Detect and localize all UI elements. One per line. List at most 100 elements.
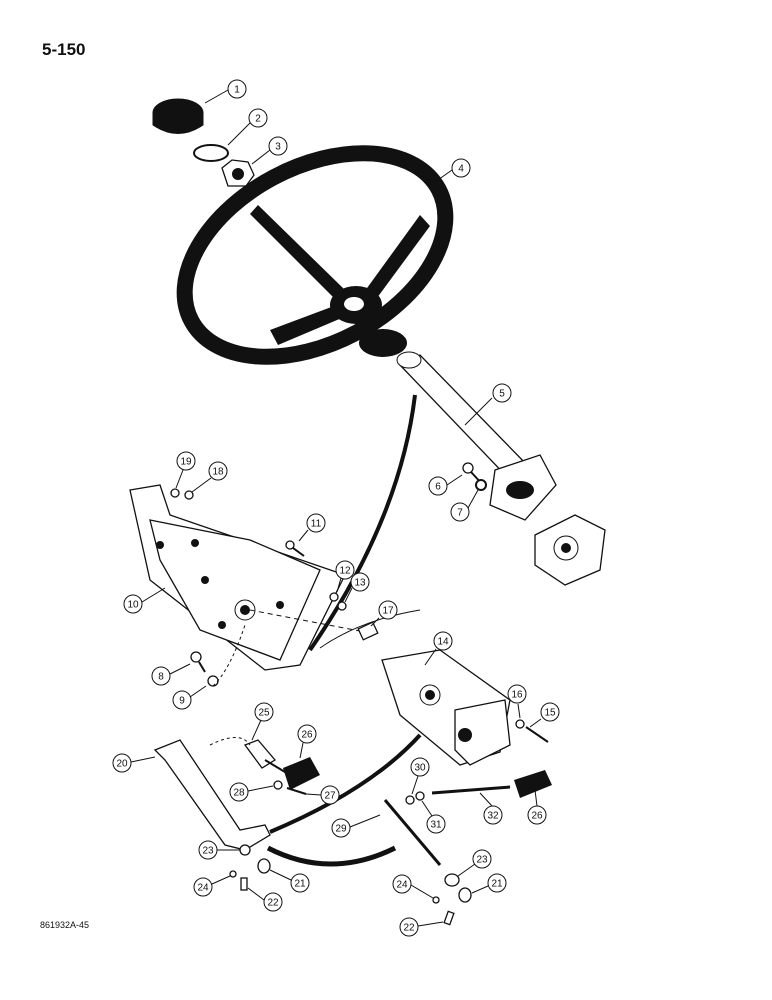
callout-8: 8 [151,663,191,686]
callout-18: 18 [191,461,228,493]
callout-22-right: 22 [399,917,444,937]
callout-23-right: 23 [457,849,492,877]
callout-30: 30 [410,757,430,795]
callout-23-left: 23 [198,840,240,860]
left-linkage-arm [153,739,271,856]
callout-28: 28 [229,782,274,802]
column-mount-plate [534,514,606,586]
callout-15: 15 [529,702,560,728]
housing-bolt [525,726,549,743]
svg-text:14: 14 [437,637,449,648]
svg-text:22: 22 [403,923,415,934]
callout-19: 19 [175,451,196,489]
callout-25: 25 [251,702,274,741]
svg-text:31: 31 [430,820,442,831]
svg-text:26: 26 [531,811,543,822]
mounting-bracket [129,484,346,671]
svg-text:28: 28 [233,788,245,799]
callout-32: 32 [479,792,503,825]
bracket-bolt [285,540,305,557]
nut-small [170,488,180,498]
svg-text:7: 7 [457,508,463,519]
figure-code: 861932A-45 [40,920,90,930]
svg-text:12: 12 [339,566,351,577]
callout-4: 4 [434,158,471,183]
svg-text:8: 8 [158,672,164,683]
svg-text:22: 22 [267,898,279,909]
rod-nut [405,795,415,805]
svg-text:10: 10 [127,600,139,611]
callout-9: 9 [172,685,207,710]
pin-right [432,896,440,904]
callout-31: 31 [421,800,446,834]
pin-left [229,870,237,878]
control-rod-lower [266,845,397,867]
coupler [357,621,379,641]
svg-text:23: 23 [202,846,214,857]
svg-text:17: 17 [382,606,394,617]
pivot-washer [207,675,219,687]
steering-wheel [176,145,454,365]
callout-5: 5 [464,383,512,426]
svg-text:26: 26 [301,730,313,741]
ball-joint-right [458,887,472,903]
svg-text:9: 9 [179,696,185,707]
callout-27: 27 [305,785,340,805]
lever-bracket [243,739,291,776]
svg-text:25: 25 [258,708,270,719]
svg-text:24: 24 [197,883,209,894]
svg-text:29: 29 [335,824,347,835]
callout-26-right: 26 [527,789,547,825]
callout-24-right: 24 [392,874,434,899]
control-rod-curve [269,733,422,834]
callout-26-left: 26 [297,724,317,759]
nut [337,601,347,611]
snap-ring [193,144,229,162]
callout-16: 16 [507,684,527,719]
callout-11: 11 [298,513,326,542]
pivot-bolt [190,651,206,673]
svg-text:13: 13 [354,578,366,589]
svg-text:1: 1 [234,85,240,96]
svg-text:5: 5 [499,389,505,400]
callout-7: 7 [450,489,479,522]
shift-knob [514,770,552,798]
callout-17: 17 [370,600,398,627]
lever-screw [286,787,307,795]
callout-3: 3 [251,136,288,165]
shift-rod [431,785,511,795]
svg-text:6: 6 [435,482,441,493]
column-washer [475,479,487,491]
ball-joint-left [257,858,271,874]
rod-end-right [444,873,460,887]
svg-text:18: 18 [212,467,224,478]
callout-10: 10 [123,587,166,614]
svg-text:24: 24 [396,880,408,891]
svg-text:32: 32 [487,811,499,822]
washer-small [184,490,194,500]
steering-nut [221,159,255,187]
horn-cap [152,98,204,134]
svg-text:2: 2 [255,114,261,125]
callout-24-left: 24 [193,875,231,897]
lock-washer [329,592,339,602]
svg-text:21: 21 [294,879,306,890]
callout-6: 6 [428,474,463,496]
callout-20: 20 [112,753,156,773]
lever-washer [273,780,283,790]
callout-14: 14 [424,631,453,666]
svg-text:19: 19 [180,457,192,468]
callout-21-right: 21 [471,873,507,894]
svg-text:23: 23 [476,855,488,866]
steering-column [396,351,557,521]
set-screw-left [240,877,248,891]
lever-knob [283,757,320,790]
svg-text:30: 30 [414,763,426,774]
rod-washer [415,791,425,801]
svg-text:3: 3 [275,142,281,153]
right-link-rod [383,799,442,866]
svg-text:16: 16 [511,690,523,701]
svg-text:15: 15 [544,708,556,719]
callout-21-left: 21 [269,869,310,893]
